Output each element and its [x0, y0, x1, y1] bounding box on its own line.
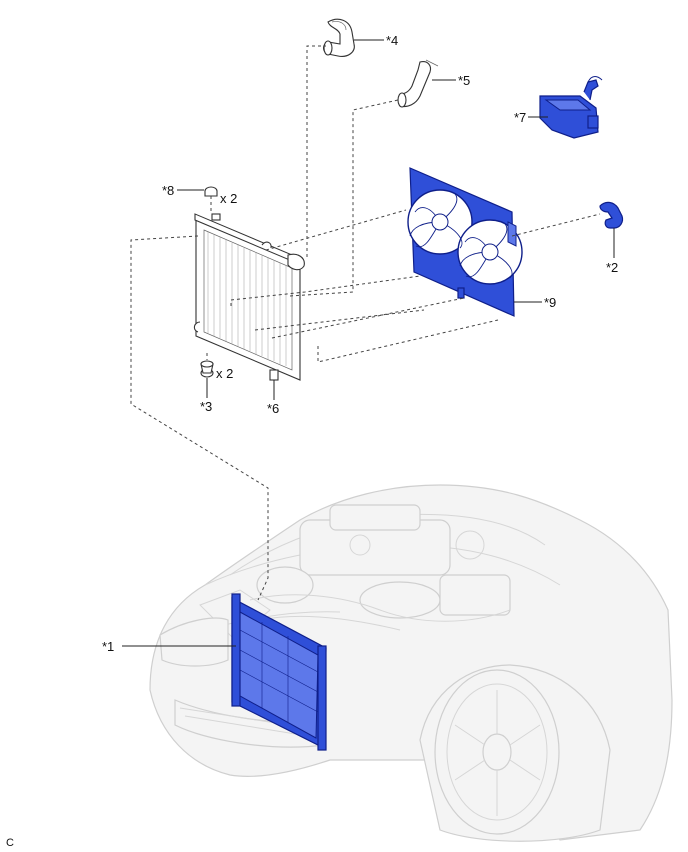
leader-lines: [122, 39, 615, 647]
reserve-tank-part-7: [539, 76, 603, 139]
radiator-part-6: [193, 213, 305, 381]
callout-7: *7: [514, 110, 526, 125]
vehicle-outline: [149, 484, 673, 842]
callout-6: *6: [267, 401, 279, 416]
assembly-lines: [130, 45, 601, 601]
callout-3: *3: [200, 399, 212, 414]
lower-hose-part-5: [397, 59, 439, 108]
quantity-top-clip: x 2: [220, 191, 237, 206]
condenser-part-1: [231, 593, 327, 751]
callout-labels: *1 *2 *3 *4 *5 *6 *7 *8 *9 x 2 x 2 C: [6, 33, 618, 849]
callout-4: *4: [386, 33, 398, 48]
fan-shroud-part-9: [407, 167, 523, 317]
callout-8: *8: [162, 183, 174, 198]
callout-2: *2: [606, 260, 618, 275]
quantity-bottom-mount: x 2: [216, 366, 233, 381]
engine-bay: [199, 504, 511, 641]
callout-9: *9: [544, 295, 556, 310]
callout-5: *5: [458, 73, 470, 88]
callout-1: *1: [102, 639, 114, 654]
clip-part-8: [204, 186, 218, 197]
upper-hose-part-4: [322, 18, 355, 57]
corner-code: C: [6, 837, 14, 849]
mount-part-3: [200, 360, 214, 378]
hose-part-2: [599, 201, 624, 229]
